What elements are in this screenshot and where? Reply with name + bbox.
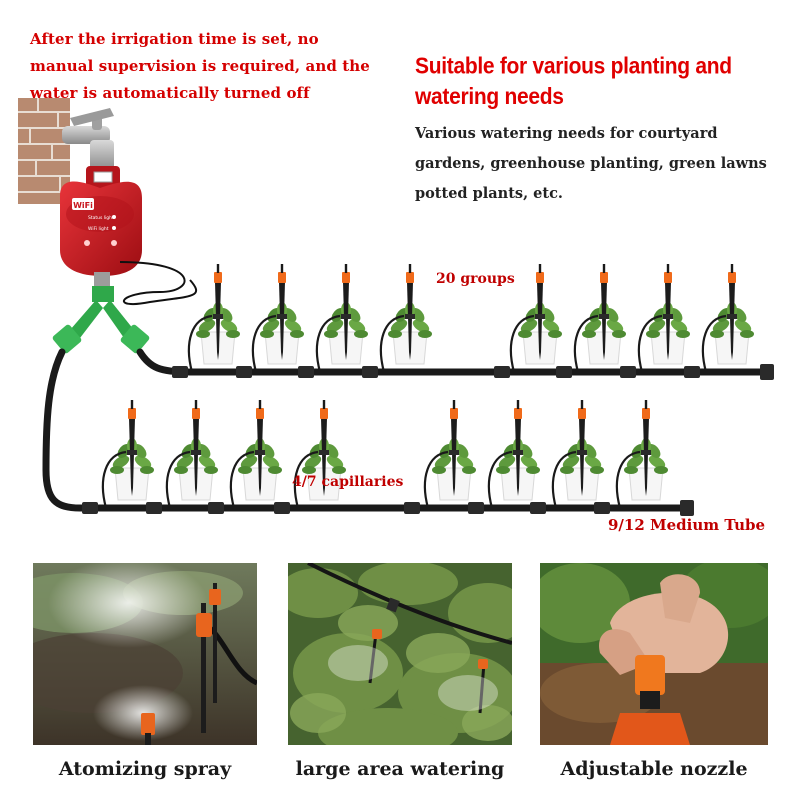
brick-wall xyxy=(18,98,70,204)
headline-line: Suitable for various planting and xyxy=(415,54,732,79)
wifi-water-timer: WiFi Status light WiFi light xyxy=(60,166,142,286)
wifi-light-label: WiFi light xyxy=(88,226,109,232)
status-light-label: Status light xyxy=(88,215,114,221)
adjustable-nozzle-photo xyxy=(540,563,768,745)
lower-row-plants xyxy=(101,398,669,510)
automation-note-line: water is automatically turned off xyxy=(30,84,310,102)
groups-callout: 20 groups xyxy=(436,271,515,287)
description-line: potted plants, etc. xyxy=(415,185,563,202)
automation-note: After the irrigation time is set, no man… xyxy=(30,26,390,107)
cable xyxy=(119,261,198,306)
headline-line: watering needs xyxy=(415,84,564,110)
atomizing-spray-photo xyxy=(33,563,257,745)
medium-tube-callout: 9/12 Medium Tube xyxy=(608,516,766,534)
irrigation-diagram: WiFi Status light WiFi light xyxy=(18,98,774,516)
y-splitter xyxy=(52,286,150,354)
main-tube xyxy=(42,348,774,512)
description-line: gardens, greenhouse planting, green lawn… xyxy=(415,155,767,172)
headline: Suitable for various planting and wateri… xyxy=(415,52,795,112)
caption-adjustable-nozzle: Adjustable nozzle xyxy=(560,758,748,780)
description: Various watering needs for courtyard gar… xyxy=(415,119,795,209)
large-area-watering-photo xyxy=(288,563,512,745)
capillaries-callout: 4/7 capillaries xyxy=(292,474,404,490)
wifi-badge: WiFi xyxy=(73,201,93,210)
tube-connectors xyxy=(82,364,774,516)
automation-note-line: After the irrigation time is set, no xyxy=(30,30,319,48)
caption-atomizing-spray: Atomizing spray xyxy=(58,758,232,780)
caption-large-area-watering: large area watering xyxy=(295,758,505,780)
description-line: Various watering needs for courtyard xyxy=(415,125,718,142)
faucet xyxy=(62,108,114,170)
automation-note-line: manual supervision is required, and the xyxy=(30,57,370,75)
